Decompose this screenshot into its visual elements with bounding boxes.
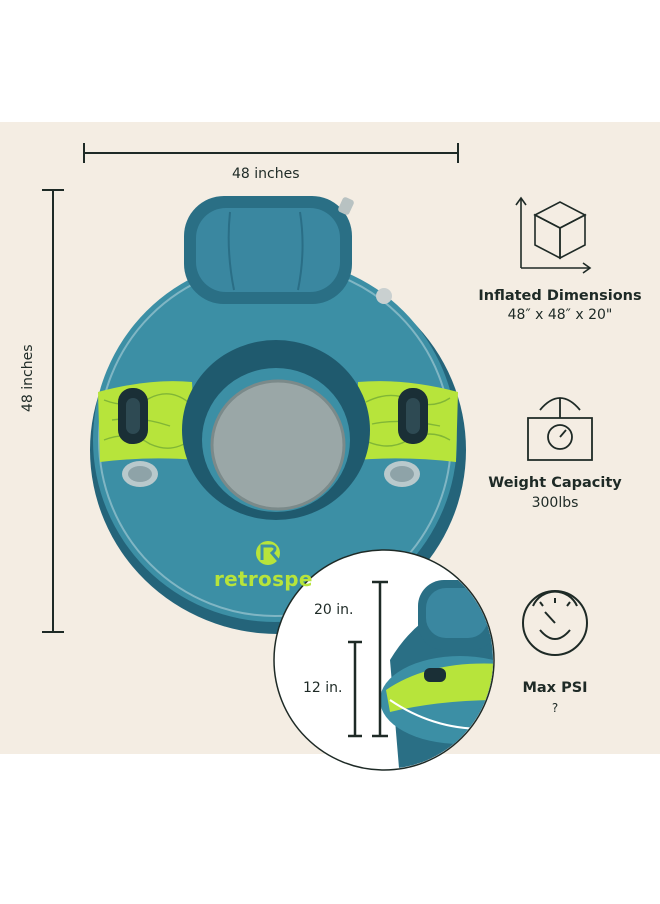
mesh-seat: [212, 381, 344, 509]
spec-value-weight: 300lbs: [531, 495, 579, 511]
inset-label-20: 20 in.: [314, 602, 354, 618]
brand-text: retrospe: [214, 567, 313, 591]
width-dimension-line: [83, 143, 459, 163]
gauge-icon: [522, 590, 588, 656]
side-valve: [376, 288, 392, 304]
cube-icon: [515, 196, 592, 274]
spec-title-weight: Weight Capacity: [488, 475, 622, 491]
height-inset: [273, 549, 495, 771]
spec-value-psi: ?: [551, 701, 559, 715]
height-dimension-line: [42, 189, 64, 633]
tube-float: [90, 196, 466, 634]
spec-value-dimensions: 48″ x 48″ x 20": [507, 307, 613, 323]
inset-label-12: 12 in.: [303, 680, 343, 696]
spec-title-psi: Max PSI: [522, 680, 588, 696]
spec-title-dimensions: Inflated Dimensions: [478, 288, 642, 304]
scale-icon: [527, 397, 593, 461]
height-label: 48 inches: [20, 344, 36, 412]
width-label: 48 inches: [232, 166, 300, 182]
valve: [338, 197, 354, 215]
